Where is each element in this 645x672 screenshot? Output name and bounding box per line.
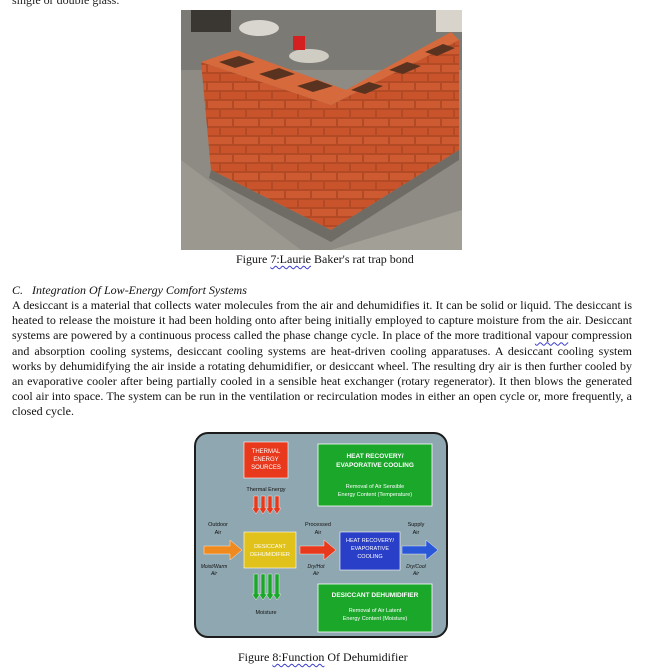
moisture-label: Moisture [255,610,276,616]
body-paragraph: A desiccant is a material that collects … [12,298,633,419]
heat-recovery-top-box [317,443,433,507]
desiccant-bottom-box [317,583,433,633]
outdoor-air-arrow [203,539,243,561]
moisture-down-arrow [265,573,275,601]
figure-7-caption: Figure 7:Laurie Baker's rat trap bond [236,252,414,266]
section-heading: C. Integration Of Low-Energy Comfort Sys… [12,283,247,297]
thermal-down-arrow [251,495,261,515]
moisture-down-arrow [272,573,282,601]
desiccant-box [243,531,297,569]
rat-trap-bond-photo [181,10,462,250]
desiccant-bottom-title: DESICCANT DEHUMIDIFIER [332,592,419,599]
moisture-down-arrow [251,573,261,601]
supply-air-arrow [401,539,439,561]
brick-wall-illustration [181,10,462,250]
thermal-energy-box [243,441,289,479]
heat-recovery-top-title: HEAT RECOVERY/EVAPORATIVE COOLING [336,453,414,469]
thermal-down-arrow [258,495,268,515]
previous-page-fragment: single or double glass. [12,0,120,7]
moisture-down-arrow [258,573,268,601]
thermal-down-arrow [265,495,275,515]
heat-recovery-mid-box [339,531,401,571]
processed-air-arrow [299,539,337,561]
thermal-energy-caption: Thermal Energy [246,487,285,493]
figure-8-caption: Figure 8:Function Of Dehumidifier [238,650,408,664]
thermal-down-arrow [272,495,282,515]
